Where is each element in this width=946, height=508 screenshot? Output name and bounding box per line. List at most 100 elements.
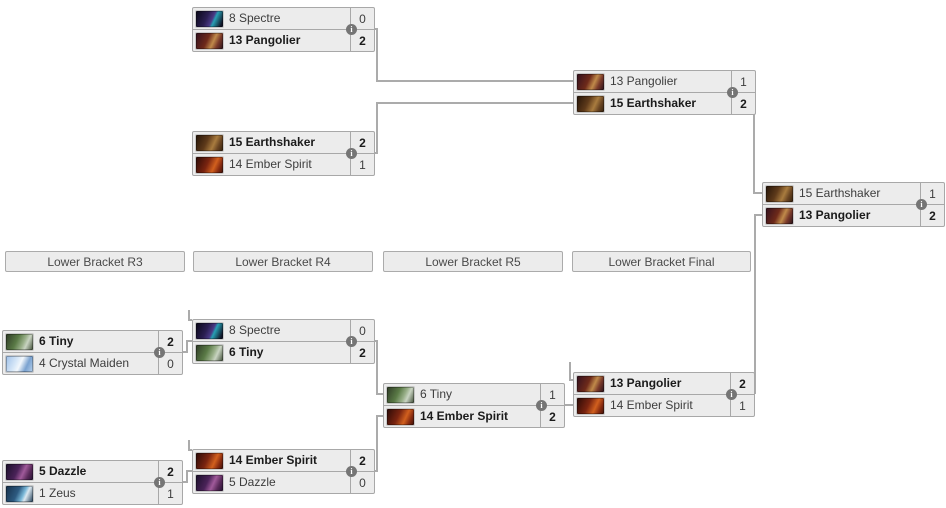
- hero-icon-earthshaker: [766, 185, 793, 202]
- team-name: 6 Tiny: [229, 345, 264, 359]
- team-name: 6 Tiny: [420, 387, 453, 401]
- team-name: 14 Ember Spirit: [610, 398, 693, 412]
- team-score: 2: [350, 342, 374, 363]
- match-info-icon[interactable]: i: [727, 87, 738, 98]
- team-name: 13 Pangolier: [610, 74, 678, 88]
- match-info-icon[interactable]: i: [346, 466, 357, 477]
- drop-stub-lb-final: [569, 362, 573, 381]
- team-row: 6 Tiny 1: [384, 384, 564, 405]
- drop-stub-lb-r4-upper: [188, 310, 192, 321]
- match-info-icon[interactable]: i: [346, 336, 357, 347]
- team-score: 0: [158, 353, 182, 374]
- team-row: 1 Zeus 1: [3, 482, 182, 504]
- team-score: 1: [350, 154, 374, 175]
- team-name: 4 Crystal Maiden: [39, 356, 130, 370]
- match-info-icon[interactable]: i: [726, 389, 737, 400]
- team-name: 13 Pangolier: [229, 33, 301, 47]
- match-info-icon[interactable]: i: [536, 400, 547, 411]
- team-name: 15 Earthshaker: [799, 186, 881, 200]
- team-row: 15 Earthshaker 2: [574, 92, 755, 114]
- team-name: 14 Ember Spirit: [420, 409, 509, 423]
- hero-icon-ember-spirit: [196, 156, 223, 173]
- match-info-icon[interactable]: i: [916, 199, 927, 210]
- match-lb-r5: 6 Tiny 1 14 Ember Spirit 2 i: [383, 383, 565, 428]
- team-row: 14 Ember Spirit 1: [193, 153, 374, 175]
- match-info-icon[interactable]: i: [154, 477, 165, 488]
- team-row: 5 Dazzle 2: [3, 461, 182, 482]
- team-row: 13 Pangolier 2: [193, 29, 374, 51]
- match-ub-semifinal-1: 8 Spectre 0 13 Pangolier 2 i: [192, 7, 375, 52]
- team-score: 0: [350, 320, 374, 341]
- hero-icon-pangolier: [577, 73, 604, 90]
- team-name: 14 Ember Spirit: [229, 453, 318, 467]
- match-info-icon[interactable]: i: [154, 347, 165, 358]
- team-row: 15 Earthshaker 2: [193, 132, 374, 153]
- hero-icon-crystal-maiden: [6, 355, 33, 372]
- hero-icon-pangolier: [766, 207, 793, 224]
- team-name: 15 Earthshaker: [610, 96, 697, 110]
- team-name: 14 Ember Spirit: [229, 157, 312, 171]
- connector-ubsf2-ubfinal: [375, 102, 573, 154]
- hero-icon-earthshaker: [577, 95, 604, 112]
- team-row: 8 Spectre 0: [193, 8, 374, 29]
- hero-icon-ember-spirit: [577, 397, 604, 414]
- team-row: 6 Tiny 2: [3, 331, 182, 352]
- connector-lbr4l-lbr5: [375, 415, 383, 472]
- match-lb-final: 13 Pangolier 2 14 Ember Spirit 1 i: [573, 372, 755, 417]
- team-score: 2: [158, 331, 182, 352]
- team-name: 15 Earthshaker: [229, 135, 316, 149]
- team-score: 0: [350, 8, 374, 29]
- team-score: 1: [920, 183, 944, 204]
- team-name: 5 Dazzle: [39, 464, 87, 478]
- team-score: 2: [350, 132, 374, 153]
- connector-lbr3u-lbr4u: [183, 340, 192, 353]
- team-row: 14 Ember Spirit 2: [193, 450, 374, 471]
- match-ub-semifinal-2: 15 Earthshaker 2 14 Ember Spirit 1 i: [192, 131, 375, 176]
- team-name: 8 Spectre: [229, 11, 281, 25]
- team-row: 15 Earthshaker 1: [763, 183, 944, 204]
- team-score: 1: [731, 71, 755, 92]
- round-header-lower-bracket-final: Lower Bracket Final: [572, 251, 751, 272]
- team-row: 13 Pangolier 2: [763, 204, 944, 226]
- hero-icon-zeus: [6, 485, 33, 502]
- team-name: 13 Pangolier: [610, 376, 682, 390]
- connector-lbfinal-gf: [754, 214, 762, 394]
- team-score: 1: [158, 483, 182, 504]
- team-score: 1: [730, 395, 754, 416]
- match-info-icon[interactable]: i: [346, 24, 357, 35]
- team-score: 2: [540, 406, 564, 427]
- team-score: 2: [731, 93, 755, 114]
- team-name: 13 Pangolier: [799, 208, 871, 222]
- team-row: 4 Crystal Maiden 0: [3, 352, 182, 374]
- team-row: 5 Dazzle 0: [193, 471, 374, 493]
- hero-icon-pangolier: [196, 32, 223, 49]
- hero-icon-spectre: [196, 322, 223, 339]
- hero-icon-ember-spirit: [387, 408, 414, 425]
- team-row: 14 Ember Spirit 1: [574, 394, 754, 416]
- hero-icon-pangolier: [577, 375, 604, 392]
- connector-lbr3l-lbr4l: [183, 470, 192, 483]
- round-header-lower-bracket-r4: Lower Bracket R4: [193, 251, 373, 272]
- hero-icon-dazzle: [196, 474, 223, 491]
- hero-icon-spectre: [196, 10, 223, 27]
- hero-icon-dazzle: [6, 463, 33, 480]
- team-score: 0: [350, 472, 374, 493]
- round-header-lower-bracket-r5: Lower Bracket R5: [383, 251, 563, 272]
- team-row: 13 Pangolier 1: [574, 71, 755, 92]
- match-lb-r3-upper: 6 Tiny 2 4 Crystal Maiden 0 i: [2, 330, 183, 375]
- match-lb-r4-upper: 8 Spectre 0 6 Tiny 2 i: [192, 319, 375, 364]
- team-score: 2: [920, 205, 944, 226]
- hero-icon-tiny: [387, 386, 414, 403]
- hero-icon-tiny: [196, 344, 223, 361]
- team-name: 6 Tiny: [39, 334, 74, 348]
- match-lb-r3-lower: 5 Dazzle 2 1 Zeus 1 i: [2, 460, 183, 505]
- round-header-lower-bracket-r3: Lower Bracket R3: [5, 251, 185, 272]
- match-info-icon[interactable]: i: [346, 148, 357, 159]
- team-row: 14 Ember Spirit 2: [384, 405, 564, 427]
- team-name: 8 Spectre: [229, 323, 281, 337]
- connector-ubsf1-ubfinal: [375, 28, 573, 82]
- match-lb-r4-lower: 14 Ember Spirit 2 5 Dazzle 0 i: [192, 449, 375, 494]
- team-score: 2: [350, 450, 374, 471]
- match-ub-final: 13 Pangolier 1 15 Earthshaker 2 i: [573, 70, 756, 115]
